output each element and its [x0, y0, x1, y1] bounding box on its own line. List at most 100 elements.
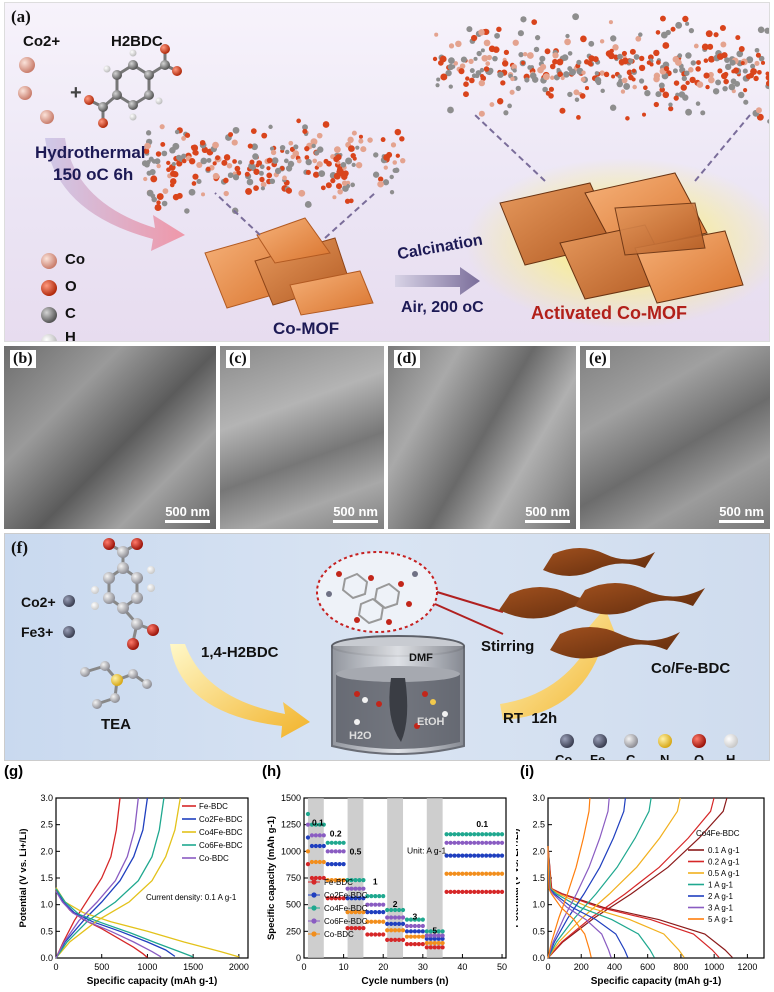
lattice-atom [469, 77, 475, 84]
data-point [492, 832, 497, 837]
y-tick-label: 1000 [281, 846, 301, 856]
charge-curve [55, 797, 181, 959]
data-point [499, 853, 505, 858]
lattice-atom [524, 77, 530, 83]
y-tick-label: 2.0 [40, 846, 53, 856]
lattice-atom [200, 157, 208, 165]
data-point [428, 940, 433, 946]
legend-label: 2 A g-1 [708, 892, 733, 901]
lattice-atom [746, 56, 754, 64]
data-point [432, 936, 437, 941]
lattice-atom [573, 89, 580, 96]
lattice-atom [742, 68, 748, 74]
lattice-atom [244, 171, 250, 177]
data-point [313, 833, 318, 838]
lattice-atom [336, 170, 343, 177]
lattice-atom [580, 35, 587, 43]
lattice-atom [688, 67, 694, 73]
lattice-atom [283, 158, 289, 164]
lattice-atom [703, 58, 709, 63]
linker-label: 1,4-H2BDC [201, 644, 279, 661]
lattice-atom [623, 82, 631, 90]
lattice-atom [192, 150, 197, 155]
lattice-atom [266, 172, 273, 179]
lattice-atom [296, 118, 301, 124]
data-point [321, 833, 326, 838]
charge-curve [55, 797, 121, 959]
lattice-atom [174, 129, 180, 135]
stirring-label: Stirring [481, 638, 535, 655]
data-point [420, 942, 425, 947]
lattice-atom [659, 87, 665, 93]
data-point [488, 840, 493, 845]
lattice-atom [206, 157, 212, 163]
lattice-atom [221, 159, 228, 166]
data-point [424, 936, 429, 941]
data-point [488, 871, 493, 876]
lattice-atom [724, 57, 730, 64]
y-tick-label: 0.5 [532, 926, 545, 936]
lattice-atom [468, 58, 474, 64]
lattice-atom [258, 170, 264, 176]
lattice-atom [708, 55, 715, 63]
rate-label: 5 [432, 925, 437, 935]
lattice-atom [621, 77, 628, 84]
data-point [373, 902, 378, 907]
lattice-atom [512, 68, 517, 73]
data-point [377, 919, 382, 924]
lattice-atom [460, 56, 468, 63]
data-point [484, 889, 489, 894]
lattice-atom [302, 124, 308, 131]
lattice-atom [390, 142, 397, 148]
lattice-atom [732, 67, 740, 74]
data-point [305, 822, 311, 827]
lattice-atom [594, 71, 599, 76]
data-point [400, 907, 406, 913]
data-point [412, 942, 418, 947]
lattice-atom [223, 190, 229, 197]
lattice-atom [232, 126, 240, 134]
data-point [484, 832, 489, 837]
data-point [365, 932, 370, 937]
data-point [365, 902, 370, 907]
lattice-atom [688, 27, 695, 34]
lattice-atom [631, 77, 636, 82]
data-point [345, 886, 350, 891]
lattice-atom [347, 136, 354, 144]
panel-label-b: (b) [10, 350, 36, 368]
lattice-atom [658, 82, 665, 89]
lattice-atom [639, 78, 645, 84]
data-point [341, 896, 346, 901]
data-point [353, 886, 358, 891]
lattice-atom [271, 157, 279, 164]
sem-image-b: (b) 500 nm [4, 346, 216, 529]
data-point [345, 896, 350, 901]
data-point [396, 907, 402, 913]
lattice-atom [146, 189, 154, 197]
data-point [444, 840, 449, 845]
lattice-atom [471, 34, 478, 42]
lattice-atom [156, 163, 161, 169]
data-point [369, 902, 374, 907]
y-tick-label: 750 [286, 873, 301, 883]
lattice-atom [647, 54, 654, 61]
data-point [424, 929, 429, 934]
lattice-atom [171, 161, 176, 167]
lattice-atom [700, 110, 706, 116]
plot-frame [547, 797, 765, 959]
lattice-atom [188, 188, 196, 196]
legend-h: H [65, 329, 76, 342]
lattice-atom [189, 158, 196, 165]
lattice-atom [512, 39, 519, 46]
co-fe-bdc-label: Co/Fe-BDC [651, 660, 731, 677]
charge-curve [547, 797, 728, 959]
lattice-atom [382, 179, 390, 186]
tea-label: TEA [101, 716, 131, 733]
lattice-atom [729, 59, 736, 66]
x-tick-label: 600 [640, 962, 655, 972]
lattice-atom [312, 171, 320, 178]
lattice-atom [567, 91, 573, 98]
discharge-curve [55, 888, 176, 957]
lattice-atom [755, 107, 762, 114]
